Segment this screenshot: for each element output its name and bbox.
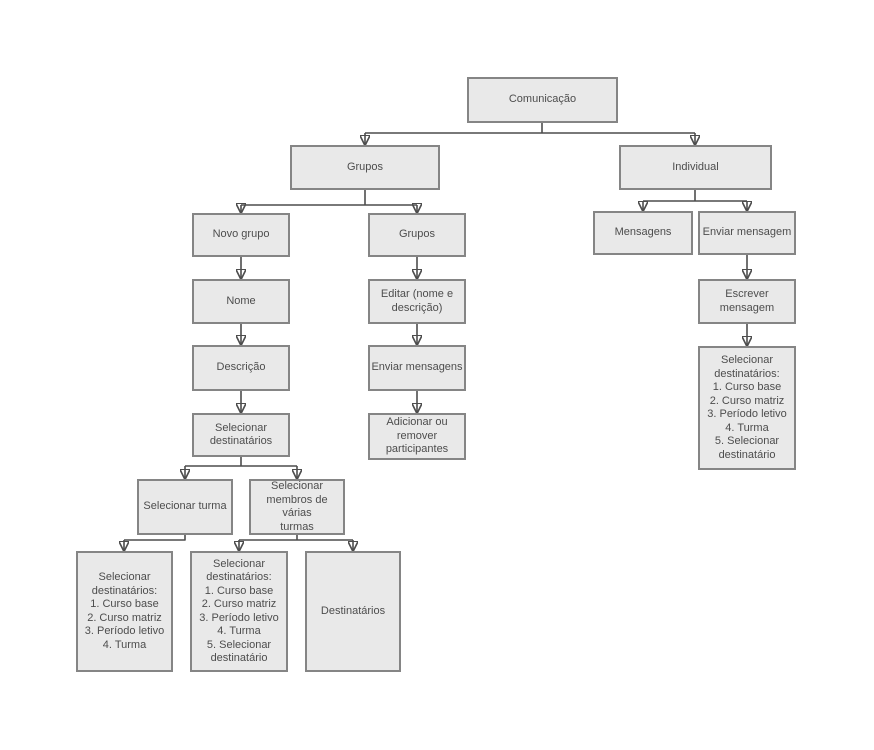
node-selecionar-destinatarios: Selecionar destinatários	[192, 413, 290, 457]
node-escrever-mensagem: Escrever mensagem	[698, 279, 796, 324]
node-selecionar-destinatarios-individual: Selecionar destinatários: 1. Curso base …	[698, 346, 796, 470]
node-editar: Editar (nome e descrição)	[368, 279, 466, 324]
node-enviar-mensagens: Enviar mensagens	[368, 345, 466, 391]
node-selecionar-destinatarios-membros: Selecionar destinatários: 1. Curso base …	[190, 551, 288, 672]
node-novo-grupo: Novo grupo	[192, 213, 290, 257]
node-nome: Nome	[192, 279, 290, 324]
node-selecionar-destinatarios-turma: Selecionar destinatários: 1. Curso base …	[76, 551, 173, 672]
node-individual: Individual	[619, 145, 772, 190]
node-mensagens: Mensagens	[593, 211, 693, 255]
node-selecionar-turma: Selecionar turma	[137, 479, 233, 535]
node-enviar-mensagem: Enviar mensagem	[698, 211, 796, 255]
node-comunicacao: Comunicação	[467, 77, 618, 123]
node-descricao: Descrição	[192, 345, 290, 391]
node-adicionar-remover-participantes: Adicionar ou remover participantes	[368, 413, 466, 460]
node-selecionar-membros: Selecionar membros de várias turmas	[249, 479, 345, 535]
node-grupos: Grupos	[290, 145, 440, 190]
node-destinatarios: Destinatários	[305, 551, 401, 672]
edge-selturma-stem	[124, 535, 186, 541]
node-grupos-2: Grupos	[368, 213, 466, 257]
